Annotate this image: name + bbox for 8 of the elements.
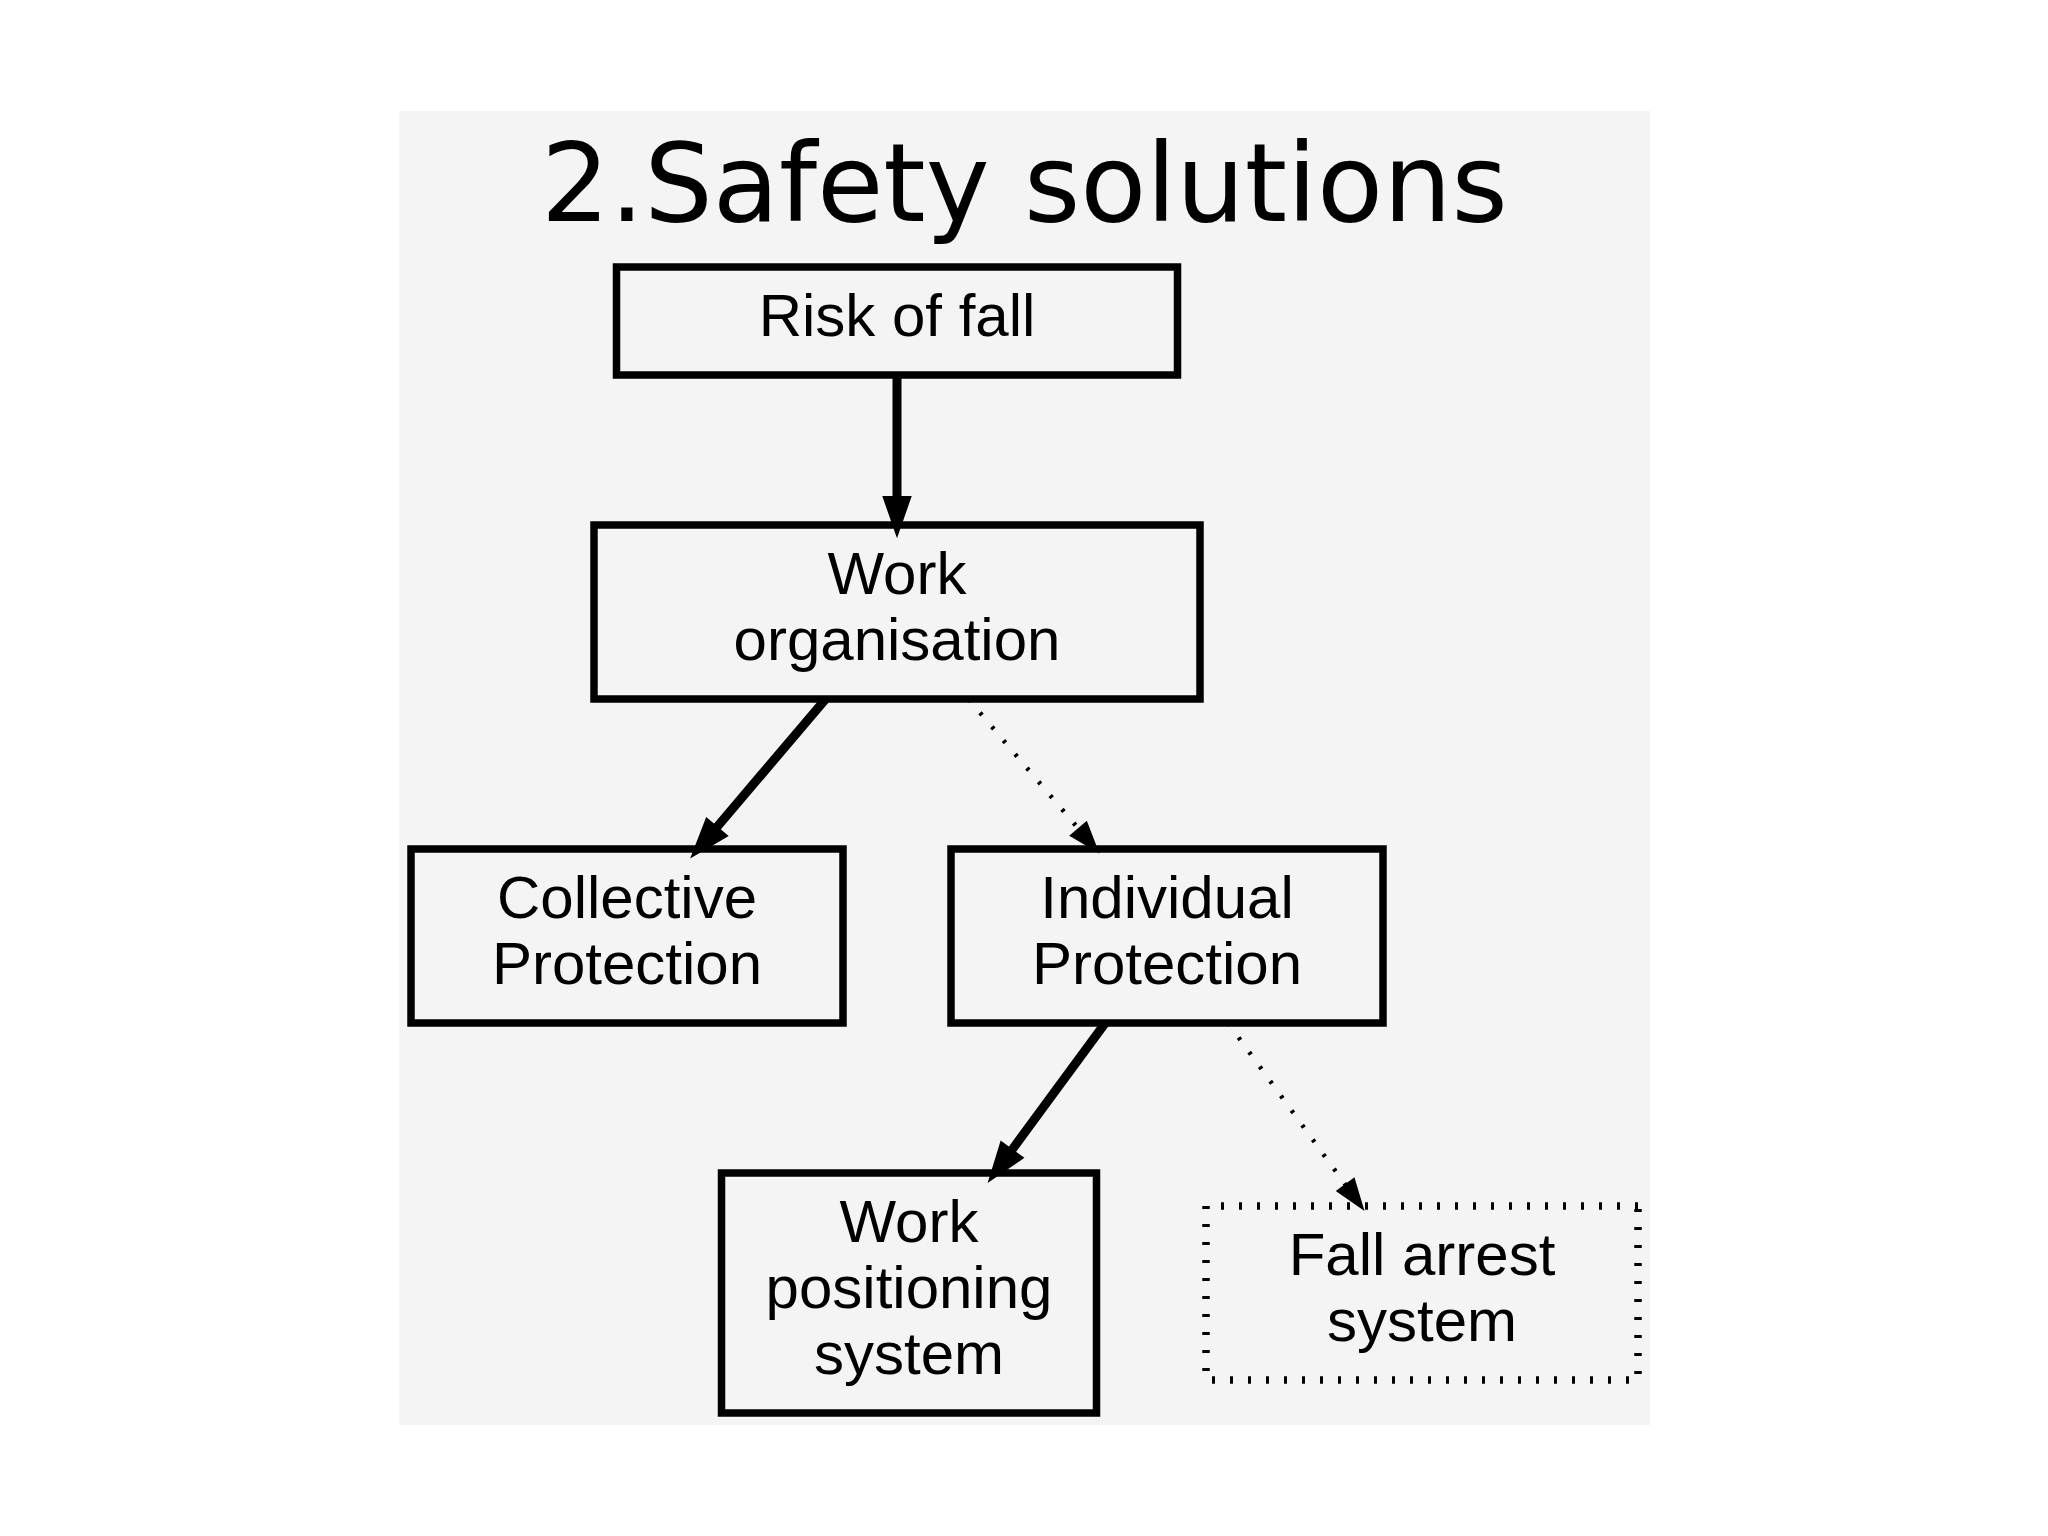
node-box: Work organisation [589,521,1204,703]
diagram-title: 2.Safety solutions [540,121,1508,247]
arrow [881,376,912,539]
node-box: Individual Protection [946,845,1387,1027]
node-box: Fall arrest system [1201,1202,1642,1384]
node-box: Work positioning system [717,1169,1100,1417]
node-box: Risk of fall [612,263,1181,379]
node-box: Collective Protection [406,845,847,1027]
